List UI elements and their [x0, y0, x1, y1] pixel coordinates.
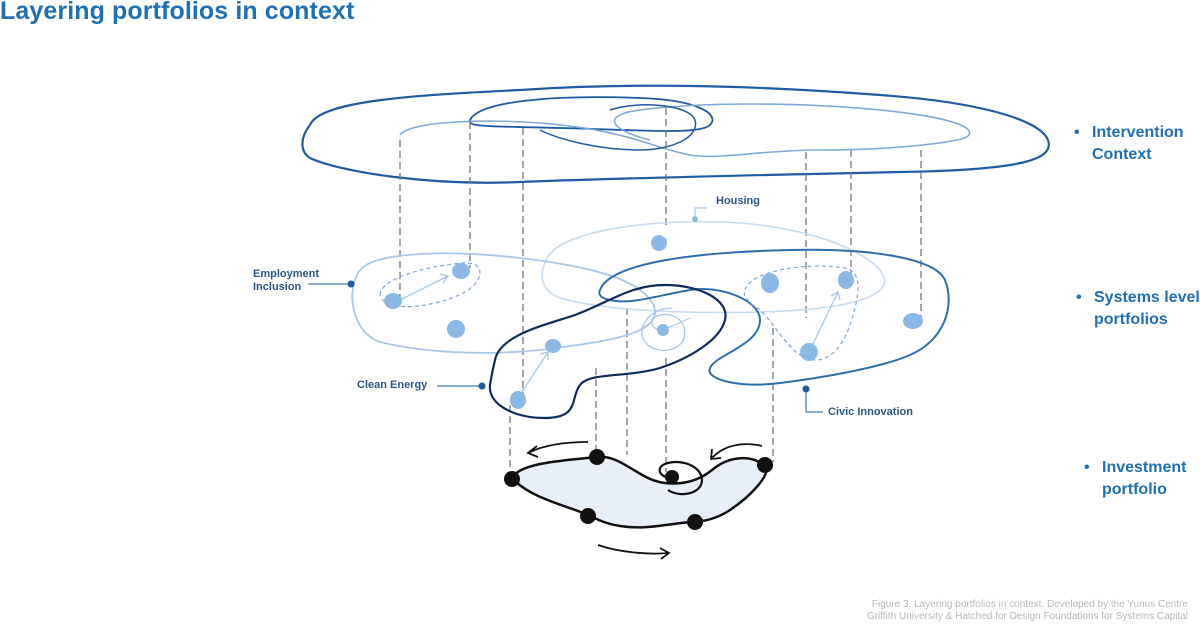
investment-portfolio-layer	[504, 441, 773, 560]
civic-innovation-leader	[805, 389, 823, 413]
investment-label-line1: Investment	[1102, 459, 1187, 476]
bullet-icon: •	[1074, 124, 1080, 141]
node	[800, 343, 818, 361]
investment-node	[580, 508, 596, 524]
employment-label-line2: Inclusion	[253, 281, 302, 293]
housing-label: Housing	[716, 195, 760, 207]
employment-inclusion-label: Employment Inclusion	[253, 268, 319, 294]
investment-node	[665, 470, 679, 484]
caption-line1: Figure 3: Layering portfolios in context…	[871, 599, 1188, 610]
rotation-arrows	[526, 441, 763, 560]
systems-label-line1: Systems level	[1094, 289, 1200, 306]
investment-portfolio-label: • Investment portfolio	[1084, 457, 1187, 501]
node	[761, 273, 779, 293]
intervention-inner-loop-3	[539, 104, 697, 151]
intervention-label-line1: Intervention	[1092, 124, 1184, 141]
callout-leaders	[308, 207, 823, 413]
civic-innovation-label: Civic Innovation	[828, 406, 913, 418]
node	[903, 313, 923, 329]
figure-caption: Figure 3: Layering portfolios in context…	[688, 599, 1188, 623]
civic-innovation-loop	[598, 248, 950, 386]
node	[452, 263, 470, 279]
node	[545, 339, 561, 353]
investment-label-line2: portfolio	[1102, 481, 1167, 498]
intervention-context-label: • Intervention Context	[1074, 122, 1184, 166]
systems-level-label: • Systems level portfolios	[1076, 287, 1200, 331]
systems-label-line2: portfolios	[1094, 311, 1168, 328]
node	[510, 391, 526, 409]
investment-node	[504, 471, 520, 487]
bullet-icon: •	[1084, 459, 1090, 476]
systems-level-layer	[351, 220, 950, 420]
clean-energy-label: Clean Energy	[357, 379, 428, 391]
intervention-label-line2: Context	[1092, 146, 1152, 163]
page-title: Layering portfolios in context	[0, 0, 355, 25]
employment-inclusion-loop	[351, 252, 656, 354]
clean-energy-loop	[488, 283, 727, 420]
intervention-outer-loop	[301, 84, 1050, 184]
node	[651, 235, 667, 251]
intervention-context-layer	[301, 84, 1050, 184]
housing-loop	[541, 220, 886, 314]
center-spiral	[641, 307, 686, 351]
intervention-inner-loop-2	[399, 103, 971, 158]
investment-loop	[510, 455, 768, 529]
node	[657, 324, 669, 336]
housing-leader	[694, 207, 707, 219]
node	[384, 293, 402, 309]
investment-node	[589, 449, 605, 465]
caption-line2: Griffith University & Hatched for Design…	[866, 611, 1188, 622]
dashed-connectors	[399, 108, 922, 515]
investment-node	[687, 514, 703, 530]
node	[447, 320, 465, 338]
bullet-icon: •	[1076, 289, 1082, 306]
systems-nodes	[384, 235, 923, 409]
investment-spiral	[658, 460, 704, 496]
employment-label-line1: Employment	[253, 268, 320, 280]
investment-node	[757, 457, 773, 473]
investment-nodes	[504, 449, 773, 530]
employment-inner-dashed-loop	[379, 262, 481, 308]
intervention-inner-loop-1	[468, 96, 714, 132]
node	[838, 271, 854, 289]
